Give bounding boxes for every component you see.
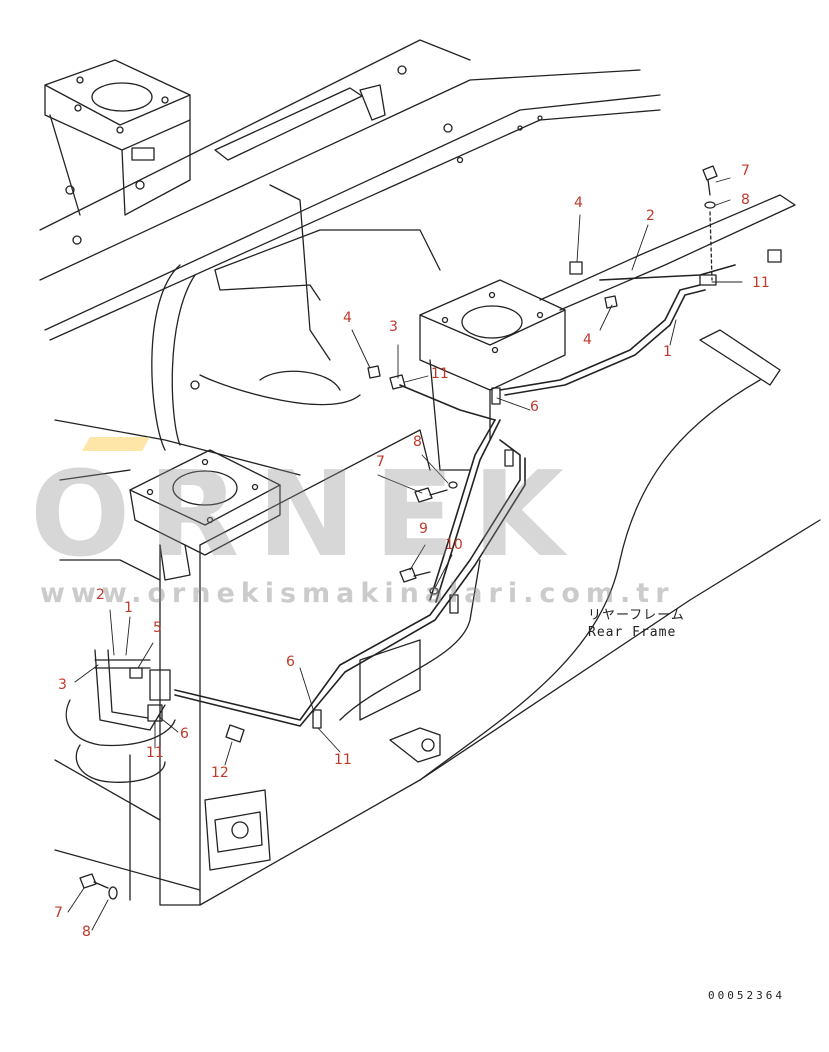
callout-4-mid: 4 <box>583 332 592 348</box>
callout-3-mid: 3 <box>389 319 398 335</box>
rear-frame-label-en: Rear Frame <box>588 625 677 640</box>
callout-7-mid: 7 <box>376 454 385 470</box>
rear-frame-body <box>54 184 821 906</box>
callout-4-top: 4 <box>574 195 583 211</box>
callout-11-mid: 11 <box>431 366 449 382</box>
callout-6-left: 6 <box>180 726 189 742</box>
callout-11-low: 11 <box>334 752 352 768</box>
callout-1-left: 1 <box>124 600 133 616</box>
upper-mount-block <box>44 59 191 216</box>
callout-1-right: 1 <box>663 344 672 360</box>
callout-12: 12 <box>211 765 229 781</box>
callout-9: 9 <box>419 521 428 537</box>
watermark-logo: ORNEK <box>30 445 582 583</box>
callout-2-top: 2 <box>646 208 655 224</box>
callout-8-bottom: 8 <box>82 924 91 940</box>
callout-3-left: 3 <box>58 677 67 693</box>
callout-7-bottom: 7 <box>54 905 63 921</box>
callout-11-top: 11 <box>752 275 770 291</box>
rear-frame-label-jp: リヤーフレーム <box>588 608 685 623</box>
mounting-plate <box>389 727 441 763</box>
callout-8-mid: 8 <box>413 434 422 450</box>
callout-4-left: 4 <box>343 310 352 326</box>
callout-6-low: 6 <box>286 654 295 670</box>
callout-2-left: 2 <box>96 587 105 603</box>
callout-7-top: 7 <box>741 163 750 179</box>
upper-frame-rail <box>39 39 661 341</box>
document-number: 00052364 <box>708 989 785 1002</box>
watermark-url: www.ornekismakinalari.com.tr <box>40 578 675 609</box>
right-crossmember <box>539 194 796 386</box>
callout-8-top: 8 <box>741 192 750 208</box>
leader-lines <box>67 177 743 931</box>
callout-10: 10 <box>445 537 463 553</box>
upper-right-pad <box>419 279 566 471</box>
callout-5: 5 <box>153 620 162 636</box>
callout-6-mid: 6 <box>530 399 539 415</box>
fittings-and-bolts <box>65 65 718 900</box>
lower-left-pad <box>129 449 281 581</box>
callout-11-left: 11 <box>146 745 164 761</box>
